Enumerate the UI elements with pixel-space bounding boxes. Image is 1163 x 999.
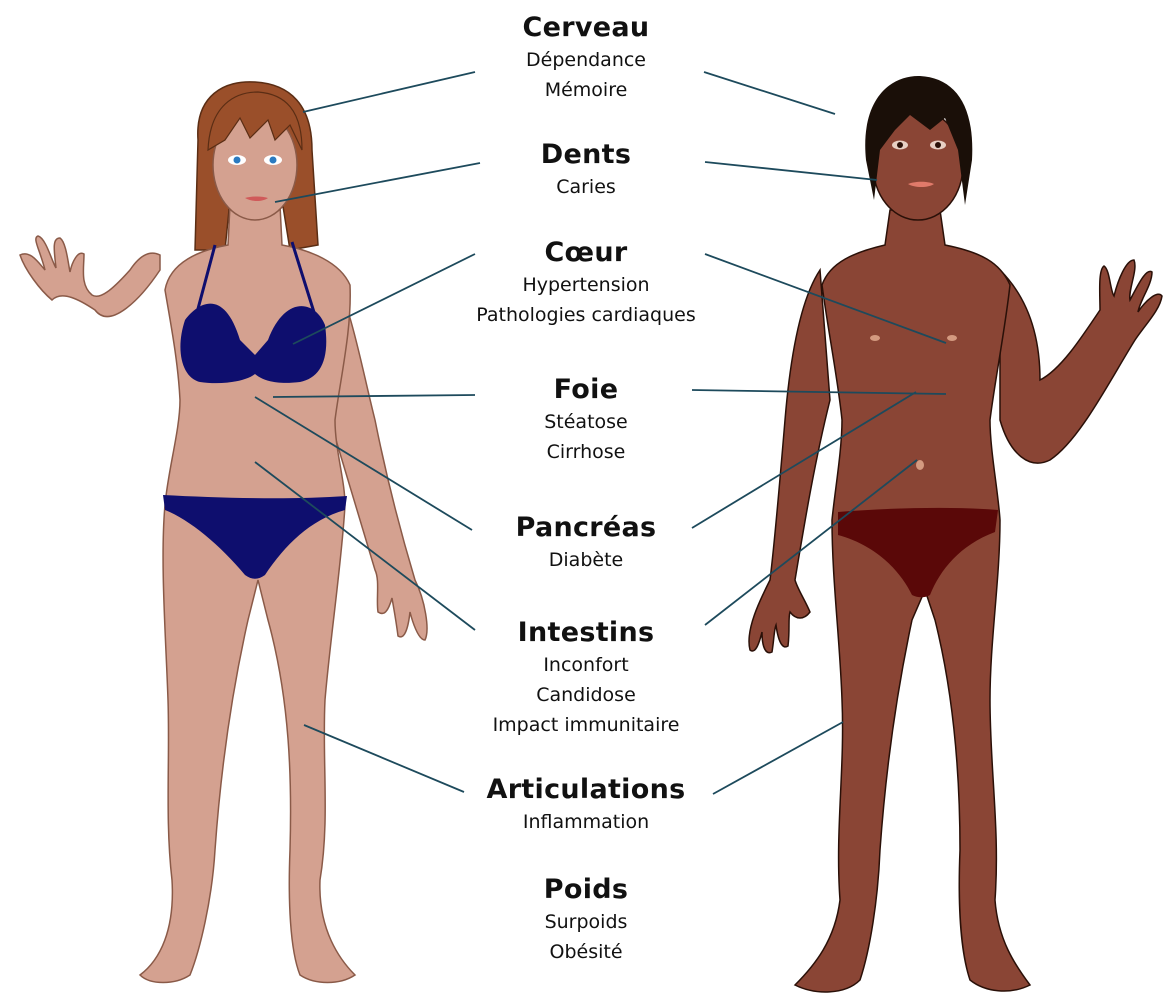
label-foie: Foie Stéatose Cirrhose <box>431 373 741 467</box>
effect-steatose: Stéatose <box>431 407 741 437</box>
effect-inconfort: Inconfort <box>431 650 741 680</box>
organ-title-dents: Dents <box>431 138 741 172</box>
label-dents: Dents Caries <box>431 138 741 202</box>
label-poids: Poids Surpoids Obésité <box>431 873 741 967</box>
organ-title-poids: Poids <box>431 873 741 907</box>
effect-hypertension: Hypertension <box>431 270 741 300</box>
label-cerveau: Cerveau Dépendance Mémoire <box>431 11 741 105</box>
effect-dependance: Dépendance <box>431 45 741 75</box>
organ-title-intestins: Intestins <box>431 616 741 650</box>
effect-pathologies-cardiaques: Pathologies cardiaques <box>431 300 741 330</box>
effect-cirrhose: Cirrhose <box>431 437 741 467</box>
organ-title-articulations: Articulations <box>431 773 741 807</box>
effect-memoire: Mémoire <box>431 75 741 105</box>
effect-surpoids: Surpoids <box>431 907 741 937</box>
effect-impact-immunitaire: Impact immunitaire <box>431 710 741 740</box>
effect-caries: Caries <box>431 172 741 202</box>
label-pancreas: Pancréas Diabète <box>431 511 741 575</box>
effect-obesite: Obésité <box>431 937 741 967</box>
organ-title-coeur: Cœur <box>431 236 741 270</box>
effect-diabete: Diabète <box>431 545 741 575</box>
organ-title-foie: Foie <box>431 373 741 407</box>
label-intestins: Intestins Inconfort Candidose Impact imm… <box>431 616 741 740</box>
label-articulations: Articulations Inflammation <box>431 773 741 837</box>
effect-candidose: Candidose <box>431 680 741 710</box>
effect-inflammation: Inflammation <box>431 807 741 837</box>
organ-title-cerveau: Cerveau <box>431 11 741 45</box>
organ-title-pancreas: Pancréas <box>431 511 741 545</box>
label-coeur: Cœur Hypertension Pathologies cardiaques <box>431 236 741 330</box>
